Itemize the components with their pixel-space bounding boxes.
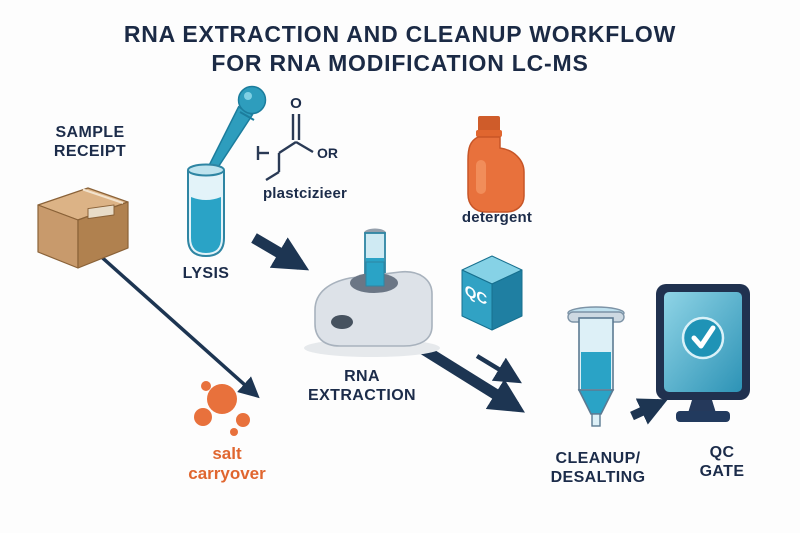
arrow-lysis-to-extraction bbox=[251, 233, 310, 271]
label-sample-receipt: SAMPLE RECEIPT bbox=[53, 124, 127, 160]
spin-column-icon bbox=[567, 306, 625, 427]
checkmark-icon bbox=[691, 325, 716, 349]
arrow-cleanup-to-qc-gate bbox=[630, 398, 668, 425]
salt-carryover-icon bbox=[194, 381, 250, 436]
detergent-bottle-icon bbox=[467, 116, 525, 213]
label-cleanup-desalting: CLEANUP/ DESALTING bbox=[550, 450, 646, 486]
qc-cube-icon: QC bbox=[461, 255, 523, 331]
label-qc-gate: QC GATE bbox=[699, 444, 745, 480]
chem-atom-O: O bbox=[290, 95, 302, 112]
diagram-title: RNA EXTRACTION AND CLEANUP WORKFLOW FOR … bbox=[0, 20, 800, 78]
label-salt-carryover: salt carryover bbox=[188, 444, 266, 484]
machine-button-icon bbox=[331, 315, 353, 329]
label-rna-extraction: RNA EXTRACTION bbox=[308, 368, 416, 404]
label-lysis: LYSIS bbox=[182, 265, 230, 282]
arrow-extraction-to-cleanup bbox=[415, 341, 525, 413]
qc-gate-monitor-icon bbox=[656, 284, 750, 422]
chem-group-OR: OR bbox=[317, 145, 338, 161]
plasticizer-structure-icon: O OR bbox=[256, 95, 338, 182]
extraction-machine-icon bbox=[304, 228, 440, 357]
lysis-tube-icon bbox=[187, 163, 225, 258]
sample-box-icon bbox=[37, 187, 129, 269]
label-plasticizer: plastcizieer bbox=[262, 185, 348, 202]
arrow-box-to-salt-carryover bbox=[95, 251, 260, 399]
title-line-2: FOR RNA MODIFICATION LC-MS bbox=[211, 49, 589, 76]
flow-arrows bbox=[95, 233, 668, 425]
arrow-qc-to-cleanup bbox=[475, 354, 522, 384]
title-line-1: RNA EXTRACTION AND CLEANUP WORKFLOW bbox=[123, 21, 677, 47]
label-detergent: detergent bbox=[461, 209, 533, 226]
